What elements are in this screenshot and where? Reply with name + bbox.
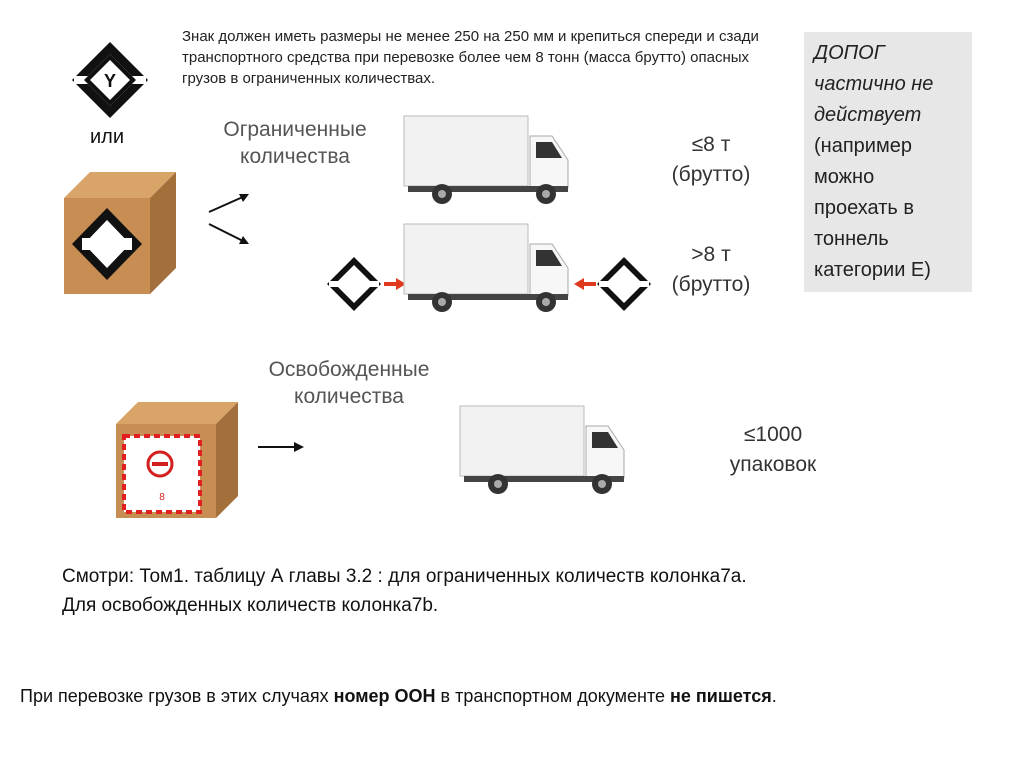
excepted-quantity-label: Освобожденные количества <box>244 356 454 410</box>
label-line: количества <box>240 145 350 168</box>
limited-quantity-y-mark: Y <box>72 42 148 118</box>
adr-note-line: (например <box>814 135 912 157</box>
statement-bold: номер ООН <box>333 686 436 706</box>
qty-line: упаковок <box>729 453 817 476</box>
qty-line: >8 т <box>691 243 731 266</box>
adr-note-box: ДОПОГ частично не действует (например мо… <box>804 32 972 292</box>
adr-note-line: можно <box>814 166 875 188</box>
truck-excepted <box>459 405 625 494</box>
adr-note-line: действует <box>814 104 922 126</box>
adr-note-line: тоннель <box>814 228 889 250</box>
reference-line-1: Смотри: Том1. таблицу А главы 3.2 : для … <box>62 566 747 587</box>
marking-size-note: Знак должен иметь размеры не менее 250 н… <box>182 28 759 87</box>
excepted-qty: ≤1000 упаковок <box>700 420 846 480</box>
red-arrow-icon <box>384 278 406 290</box>
red-arrow-icon <box>574 278 596 290</box>
adr-note-line: проехать в <box>814 197 914 219</box>
label-line: количества <box>294 385 404 408</box>
statement-bold: не пишется <box>670 686 772 706</box>
limited-quantity-package <box>64 172 176 294</box>
adr-note-line: частично не <box>814 73 934 95</box>
label-line: Ограниченные <box>223 118 367 141</box>
front-marking-icon <box>327 257 381 311</box>
qty-line: (брутто) <box>671 273 751 296</box>
truck-small <box>403 115 569 204</box>
limited-row1-qty: ≤8 т (брутто) <box>648 130 774 190</box>
qty-line: ≤8 т <box>691 133 731 156</box>
y-mark-letter: Y <box>104 71 116 91</box>
label-line: Освобожденные <box>268 358 430 381</box>
adr-note-line: ДОПОГ <box>814 42 885 64</box>
qty-line: ≤1000 <box>743 423 803 446</box>
excepted-label-digit: 8 <box>159 492 165 503</box>
statement-text: При перевозке грузов в этих случаях <box>20 686 334 706</box>
limited-row2-qty: >8 т (брутто) <box>648 240 774 300</box>
truck-large <box>403 223 569 312</box>
statement-text: . <box>771 686 777 706</box>
rear-marking-icon <box>597 257 651 311</box>
adr-note-line: категории Е) <box>814 259 931 281</box>
limited-quantity-label: Ограниченные количества <box>205 116 385 170</box>
statement-text: в транспортном документе <box>435 686 671 706</box>
reference-line-2: Для освобожденных количеств колонка7b. <box>62 595 439 616</box>
split-arrows <box>208 194 249 244</box>
qty-line: (брутто) <box>671 163 751 186</box>
or-label: или <box>90 126 125 148</box>
excepted-quantity-package: 8 <box>116 402 238 518</box>
un-number-statement: При перевозке грузов в этих случаях номе… <box>20 686 1010 707</box>
black-arrow-icon <box>258 442 304 452</box>
